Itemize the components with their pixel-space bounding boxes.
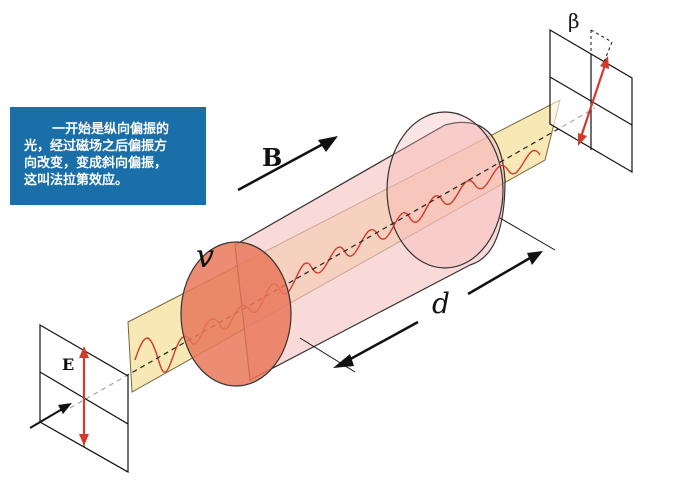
length-dimension bbox=[299, 217, 556, 373]
magneto-optic-cylinder bbox=[234, 111, 506, 381]
input-polarizer-frame bbox=[29, 323, 129, 474]
magnetic-field-label: B bbox=[262, 143, 282, 172]
explanation-callout: 一开始是纵向偏振的 光，经过磁场之后偏振方 向改变，变成斜向偏振， 这叫法拉第效… bbox=[10, 107, 206, 205]
callout-line-4: 这叫法拉第效应。 bbox=[24, 173, 129, 188]
cylinder-front-face bbox=[180, 241, 292, 387]
output-polarizer-frame bbox=[549, 28, 633, 174]
velocity-label: v bbox=[196, 237, 214, 275]
magnetic-field-arrow bbox=[237, 136, 338, 192]
beam-axis bbox=[69, 107, 596, 409]
electric-field-label: E bbox=[62, 355, 74, 374]
length-label: d bbox=[432, 287, 450, 320]
rotation-angle-label: β bbox=[568, 9, 580, 33]
callout-line-1: 一开始是纵向偏振的 bbox=[52, 122, 170, 137]
callout-line-2: 光，经过磁场之后偏振方 bbox=[24, 139, 168, 154]
callout-line-3: 向改变，变成斜向偏振， bbox=[24, 156, 168, 171]
